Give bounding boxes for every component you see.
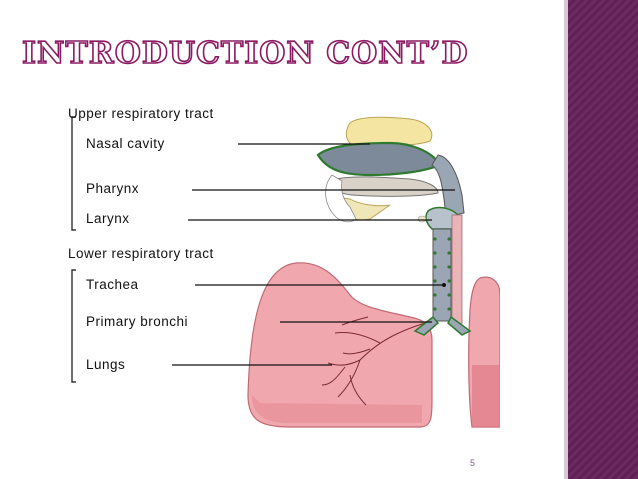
page-number: 5: [470, 458, 476, 468]
leader-lines: [172, 143, 455, 366]
decorative-sidebar: [568, 0, 638, 479]
trachea-cartilage-rings: [433, 237, 451, 311]
sidebar-edge: [564, 0, 568, 479]
oral-region-shape: [331, 176, 439, 197]
respiratory-tract-diagram: Upper respiratory tract Nasal cavity Pha…: [60, 95, 500, 435]
face-shape: [325, 174, 357, 223]
left-lung-shape: [247, 262, 433, 428]
label-primary-bronchi: Primary bronchi: [86, 314, 189, 329]
right-lung-lower-shade: [472, 365, 500, 427]
label-larynx: Larynx: [86, 211, 130, 226]
respiratory-illustration: [71, 116, 500, 428]
upper-bracket: [71, 116, 76, 231]
esophagus-shape: [451, 214, 463, 326]
nasal-cavity-shape: [316, 141, 442, 177]
bronchial-branches: [321, 316, 426, 406]
slide-title: INTRODUCTION CONT’D: [21, 35, 469, 72]
label-lungs: Lungs: [86, 357, 126, 372]
lower-bracket: [71, 269, 76, 383]
label-pharynx: Pharynx: [86, 181, 140, 196]
trachea-shape: [432, 228, 452, 322]
label-trachea: Trachea: [86, 277, 139, 292]
bracket-lines: [71, 116, 76, 383]
lower-respiratory-heading: Lower respiratory tract: [68, 246, 214, 261]
left-lung-lower-shade: [252, 395, 422, 423]
label-nasal-cavity: Nasal cavity: [86, 136, 165, 151]
leader-dots: [442, 283, 446, 287]
upper-respiratory-heading: Upper respiratory tract: [68, 106, 214, 121]
